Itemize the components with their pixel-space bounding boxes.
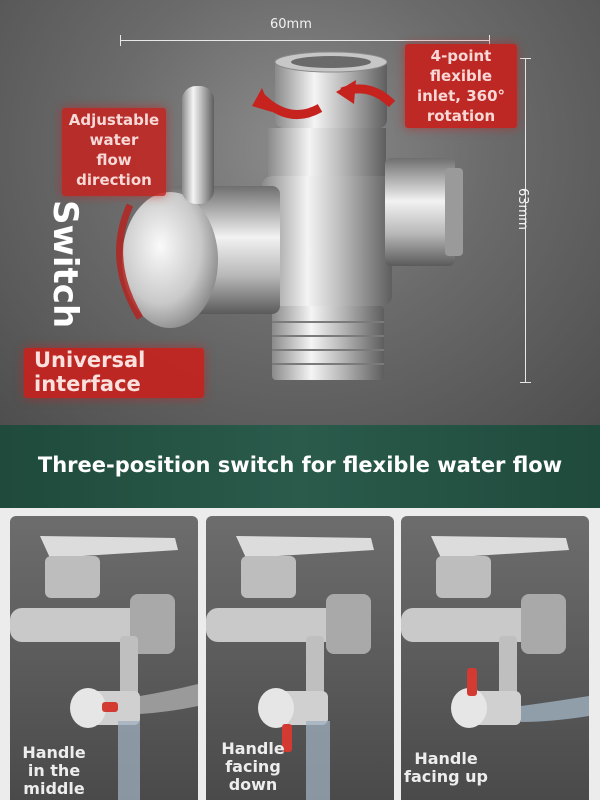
product-hero: 60mm 63mm [0,0,600,425]
callout-line: Adjustable [68,111,160,129]
faucet-illustration [206,536,374,800]
caption-line: facing up [404,767,488,786]
callout-line: flexible [429,67,493,85]
caption-line: Handle [414,749,478,768]
position-caption: Handle in the middle [14,744,94,798]
caption-line: middle [23,779,85,798]
height-dimension-line [520,58,531,383]
callout-line: inlet, 360° [416,87,506,105]
position-caption: Handle facing up [401,750,491,786]
callout-line: 4-point [430,47,492,65]
faucet-illustration [401,536,589,728]
caption-line: Handle [22,743,86,762]
position-panel-up: Handle facing up [401,516,589,800]
switch-text: Switch [45,200,85,329]
callout-line: water [89,131,139,149]
caption-line: Handle [221,739,285,758]
banner-title: Three-position switch for flexible water… [37,453,563,477]
position-panel-down: Handle facing down [206,516,394,800]
width-dimension-label: 60mm [270,17,312,32]
caption-line: down [228,775,278,794]
callout-line: rotation [426,107,496,125]
callout-line: interface [34,372,141,396]
faucet-illustration [10,536,198,800]
diverter-valve-illustration [116,51,463,380]
universal-interface-callout: Universal interface [24,348,204,398]
inlet-rotation-callout: 4-point flexible inlet, 360° rotation [405,44,517,128]
caption-line: in the [27,761,81,780]
feature-banner: Three-position switch for flexible water… [0,425,600,508]
width-dimension-line [120,35,490,46]
position-panel-middle: Handle in the middle [10,516,198,800]
switch-label: Switch [45,200,95,340]
caption-line: facing [225,757,281,776]
callout-line: flow [96,151,132,169]
callout-line: direction [76,171,152,189]
adjustable-flow-callout: Adjustable water flow direction [62,108,166,196]
callout-line: Universal [34,348,146,372]
position-caption: Handle facing down [208,740,298,794]
